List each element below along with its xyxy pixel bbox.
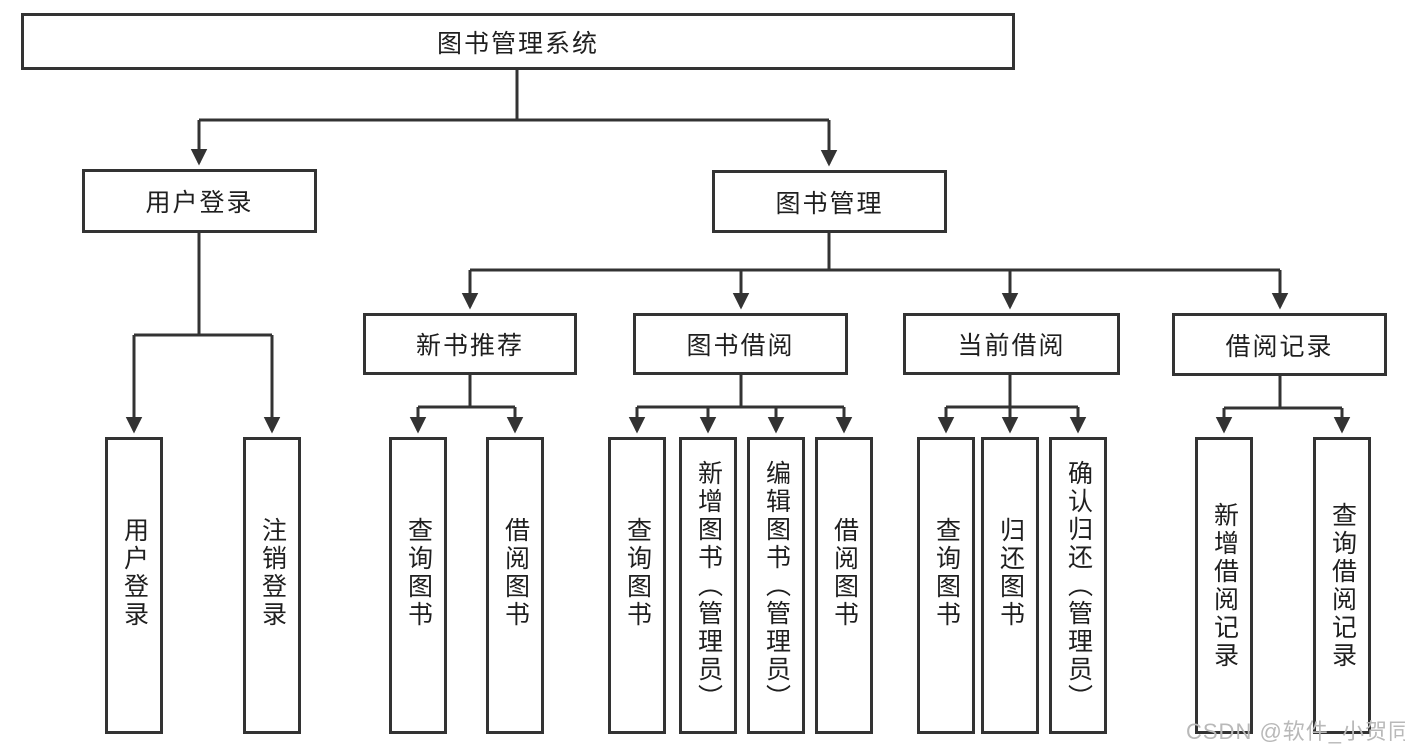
node-label: 图书管理 (775, 189, 884, 218)
leaf-current-confirm-return-admin: 确认归还（管理员） (1049, 437, 1107, 734)
node-label: 查询图书 (623, 516, 652, 629)
node-label: 新增借阅记录 (1210, 501, 1239, 670)
node-label: 编辑图书（管理员） (762, 459, 791, 712)
node-label: 用户登录 (120, 516, 149, 629)
leaf-recommend-borrow-books: 借阅图书 (486, 437, 544, 734)
node-label: 查询借阅记录 (1328, 501, 1357, 670)
node-book-borrow: 图书借阅 (633, 313, 848, 375)
node-label: 新书推荐 (415, 332, 524, 360)
node-book-management: 图书管理 (712, 170, 947, 233)
node-label: 用户登录 (145, 189, 254, 217)
node-label: 归还图书 (996, 516, 1025, 629)
node-label: 图书借阅 (686, 332, 795, 360)
leaf-borrow-edit-books-admin: 编辑图书（管理员） (747, 437, 805, 734)
node-label: 当前借阅 (957, 332, 1066, 360)
node-label: 注销登录 (258, 516, 287, 629)
node-label: 借阅图书 (830, 516, 859, 629)
leaf-logout: 注销登录 (243, 437, 301, 734)
node-library-management-system: 图书管理系统 (21, 13, 1015, 70)
node-current-borrow: 当前借阅 (903, 313, 1120, 375)
leaf-recommend-query-books: 查询图书 (389, 437, 447, 734)
leaf-records-add-record: 新增借阅记录 (1195, 437, 1253, 734)
connector-arrows (125, 120, 1351, 434)
connector-trunks (134, 70, 1342, 410)
csdn-watermark: CSDN @软件_小贺同学 (1186, 719, 1405, 744)
node-label: 查询图书 (404, 516, 433, 629)
node-label: 新增图书（管理员） (694, 459, 723, 712)
node-borrow-records: 借阅记录 (1172, 313, 1387, 376)
node-label: 借阅图书 (501, 516, 530, 629)
leaf-records-query-record: 查询借阅记录 (1313, 437, 1371, 734)
leaf-user-login: 用户登录 (105, 437, 163, 734)
leaf-borrow-borrow-books: 借阅图书 (815, 437, 873, 734)
node-label: 图书管理系统 (436, 29, 599, 58)
node-label: 查询图书 (932, 516, 961, 629)
leaf-borrow-add-books-admin: 新增图书（管理员） (679, 437, 737, 734)
leaf-current-return-books: 归还图书 (981, 437, 1039, 734)
node-user-login: 用户登录 (82, 169, 317, 233)
leaf-borrow-query-books: 查询图书 (608, 437, 666, 734)
node-label: 确认归还（管理员） (1064, 459, 1093, 712)
node-label: 借阅记录 (1225, 332, 1334, 361)
node-new-book-recommend: 新书推荐 (363, 313, 577, 375)
leaf-current-query-books: 查询图书 (917, 437, 975, 734)
